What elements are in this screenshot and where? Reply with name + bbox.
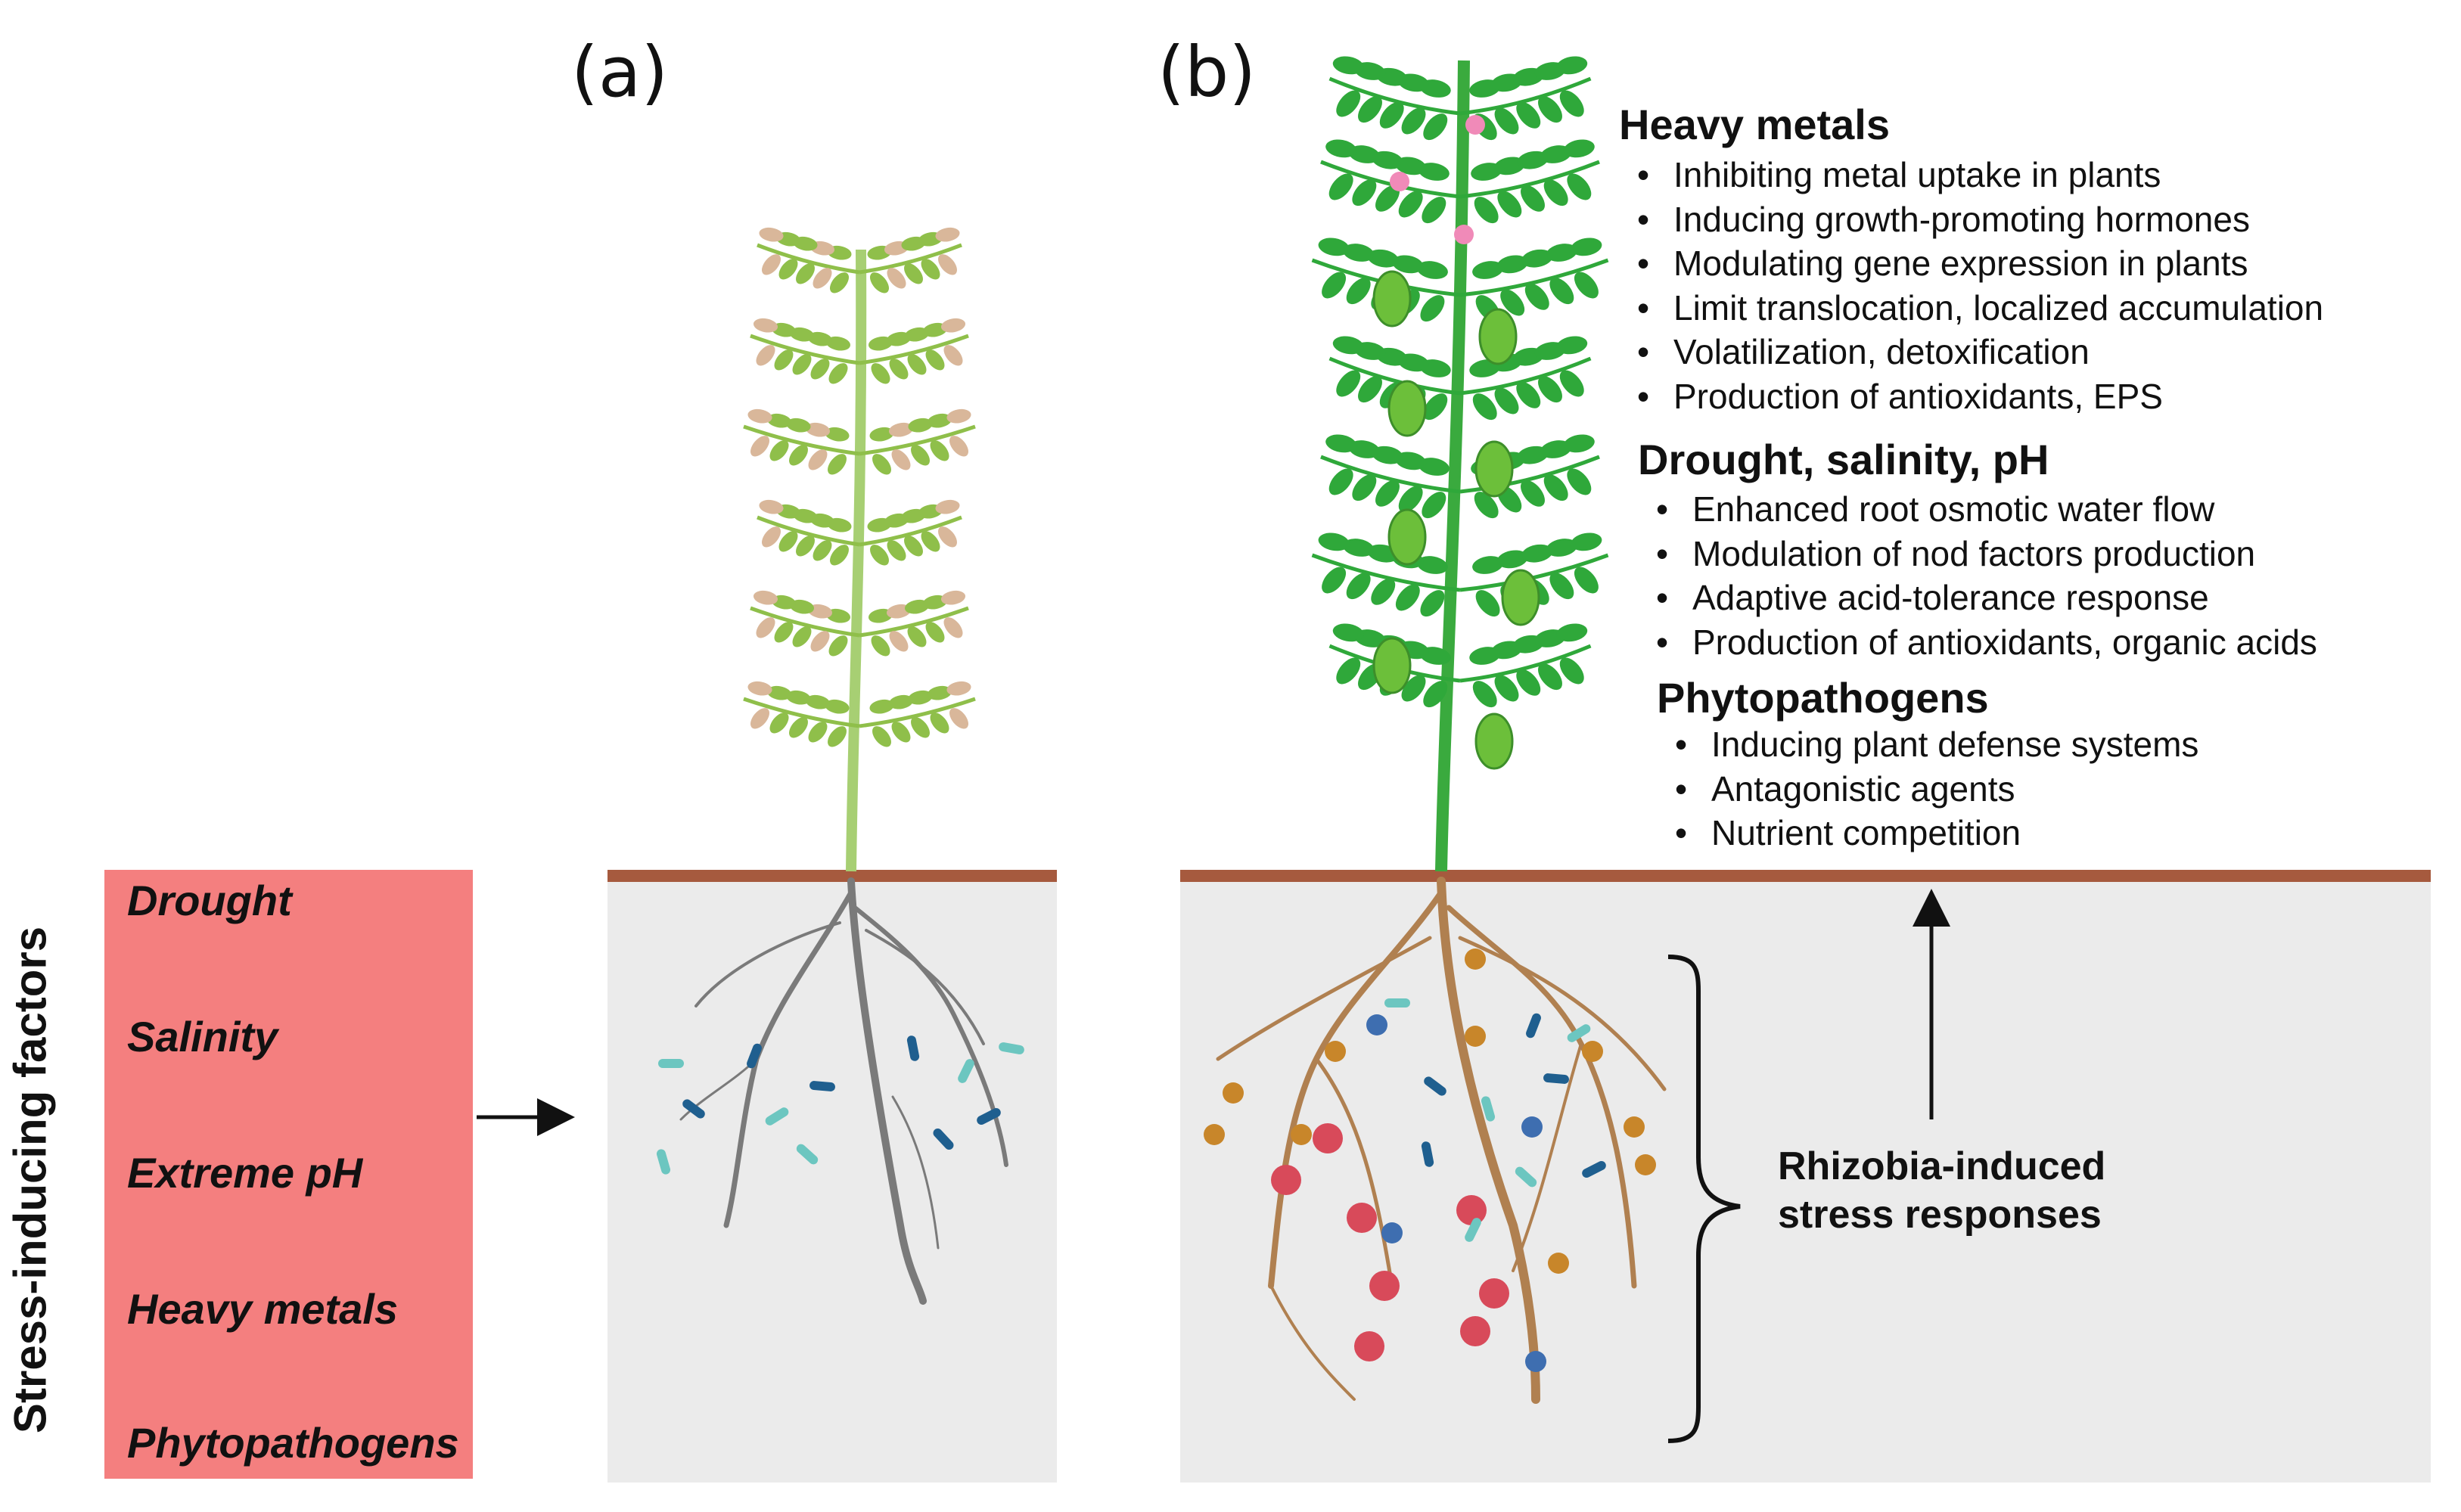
stress-item-heavy-metals: Heavy metals [127,1285,399,1333]
heading-drought-salinity-ph: Drought, salinity, pH [1638,436,2049,483]
list-item: Adaptive acid-tolerance response [1638,576,2317,620]
plant-stressed-icon [743,227,976,872]
soil-panel-b [1180,877,2431,1483]
panel-label-b: (b) [1157,32,1257,113]
list-heavy-metals: Inhibiting metal uptake in plants Induci… [1619,153,2323,418]
list-item: Inducing growth-promoting hormones [1619,197,2323,242]
panel-label-a: (a) [571,32,669,113]
list-phytopathogens: Inducing plant defense systems Antagonis… [1657,722,2198,855]
list-item: Antagonistic agents [1657,767,2198,812]
soil-surface-b [1180,870,2431,882]
soil-surface-a [607,870,1057,882]
root-system-b-icon [1216,877,1667,1404]
rhizobia-label-line1: Rhizobia-induced [1778,1144,2106,1188]
soil-panel-a [607,877,1057,1483]
heading-phytopathogens: Phytopathogens [1657,674,1989,722]
list-item: Nutrient competition [1657,811,2198,855]
list-item: Enhanced root osmotic water flow [1638,487,2317,532]
stress-item-phytopathogens: Phytopathogens [127,1419,459,1467]
list-item: Inhibiting metal uptake in plants [1619,153,2323,197]
list-item: Production of antioxidants, EPS [1619,374,2323,419]
stress-factors-box: Drought Salinity Extreme pH Heavy metals… [104,870,473,1479]
list-item: Limit translocation, localized accumulat… [1619,286,2323,331]
stress-item-drought: Drought [127,877,292,924]
list-item: Inducing plant defense systems [1657,722,2198,767]
list-item: Production of antioxidants, organic acid… [1638,620,2317,665]
rhizobia-response-label: Rhizobia-induced stress responses [1778,1142,2105,1239]
list-drought-salinity-ph: Enhanced root osmotic water flow Modulat… [1638,487,2317,664]
list-item: Modulation of nod factors production [1638,532,2317,576]
curly-brace-icon [1667,955,1741,1443]
plant-healthy-icon [1311,56,1609,872]
bacteria-icon [656,1035,1024,1175]
list-item: Modulating gene expression in plants [1619,241,2323,286]
list-item: Volatilization, detoxification [1619,330,2323,374]
nodule-icon [1204,948,1656,1372]
bacteria-b-icon [1384,998,1606,1242]
stress-item-salinity: Salinity [127,1013,278,1060]
rhizobia-label-line2: stress responses [1778,1193,2102,1237]
heading-heavy-metals: Heavy metals [1619,101,1891,148]
root-system-icon [679,877,1008,1305]
stress-item-extreme-ph: Extreme pH [127,1149,363,1197]
